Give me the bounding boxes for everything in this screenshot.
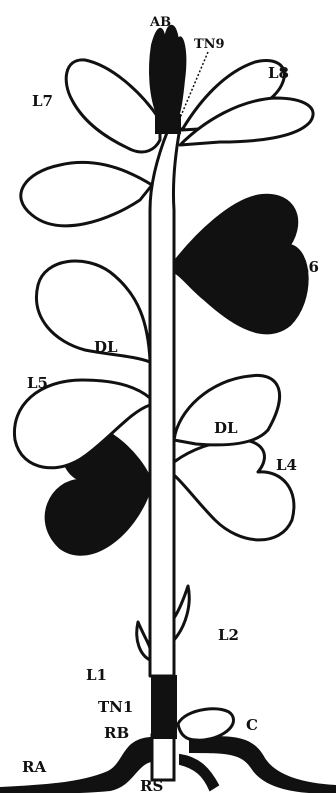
leaf-l1 bbox=[135, 620, 152, 662]
label-l8: L8 bbox=[268, 64, 289, 82]
leaf-l5-lower bbox=[12, 378, 152, 470]
leaf-l5-upper bbox=[35, 259, 152, 364]
leaf-l4 bbox=[172, 438, 296, 542]
label-l2: L2 bbox=[218, 626, 239, 644]
label-l4: L4 bbox=[276, 456, 297, 474]
rs-segment bbox=[150, 733, 176, 782]
tn9-segment bbox=[155, 114, 181, 134]
label-tn1: TN1 bbox=[98, 698, 133, 716]
label-l3: L3 bbox=[48, 509, 69, 527]
label-ra: RA bbox=[22, 758, 46, 776]
label-c: C bbox=[246, 716, 258, 734]
leaf-l2 bbox=[172, 584, 191, 642]
leaf-l7-lower bbox=[19, 160, 154, 228]
label-tn9: TN9 bbox=[194, 37, 225, 52]
label-dl-lower: DL bbox=[214, 419, 238, 437]
rb-segment bbox=[151, 705, 177, 739]
label-rb: RB bbox=[104, 724, 129, 742]
label-l6: L6 bbox=[298, 258, 319, 276]
root-right bbox=[189, 736, 336, 793]
leaf-l4-upper bbox=[172, 373, 281, 447]
label-l7: L7 bbox=[32, 92, 53, 110]
root-branch bbox=[179, 753, 220, 792]
label-l5: L5 bbox=[27, 374, 48, 392]
label-ab: AB bbox=[149, 15, 171, 30]
leaf-l8-lower bbox=[178, 96, 315, 147]
label-rs: RS bbox=[140, 777, 163, 793]
leaf-l6 bbox=[173, 193, 309, 335]
label-l1: L1 bbox=[86, 666, 107, 684]
cotyledon bbox=[176, 707, 235, 742]
tn1-segment bbox=[151, 675, 177, 709]
main-stem bbox=[148, 126, 182, 678]
label-dl-upper: DL bbox=[94, 338, 118, 356]
leaf-l7-upper bbox=[64, 58, 162, 154]
apical-bud bbox=[149, 24, 187, 117]
